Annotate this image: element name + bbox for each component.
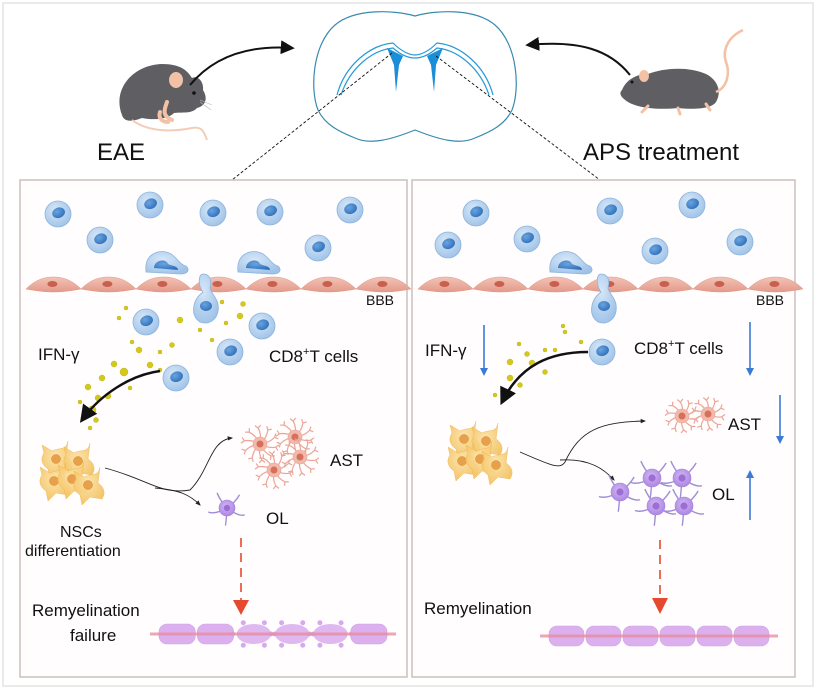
left-bbb-endothelium xyxy=(245,276,302,293)
cd8-t-cell-icon xyxy=(199,199,227,227)
right-bbb-endothelium xyxy=(747,276,804,293)
cd8-t-cell-icon xyxy=(216,338,244,366)
oligodendrocyte-icon xyxy=(634,488,677,527)
left-bbb-label: BBB xyxy=(366,292,394,308)
right-ol-label: OL xyxy=(712,485,735,504)
astrocyte-icon xyxy=(664,398,700,434)
oligodendrocyte-icon xyxy=(630,460,673,499)
right-ventricle-icon xyxy=(427,48,443,92)
left-bbb-endothelium xyxy=(25,276,82,293)
zoom-line-left xyxy=(231,52,393,181)
rolling-t-cell-icon xyxy=(237,251,281,275)
remyelination-label-right: Remyelination xyxy=(424,599,532,618)
eae-label: EAE xyxy=(97,139,145,166)
astrocyte-icon xyxy=(280,437,320,477)
right-bbb-label: BBB xyxy=(756,292,784,308)
cd8-t-cell-icon xyxy=(434,231,462,259)
left-bbb-endothelium xyxy=(135,276,192,293)
cd8-t-cell-icon xyxy=(588,338,616,366)
left-bbb-endothelium xyxy=(80,276,137,293)
left-panel xyxy=(19,179,408,678)
right-bbb-endothelium xyxy=(417,276,474,293)
astrocyte-icon xyxy=(254,450,294,490)
extravasating-t-cell-icon xyxy=(591,273,617,324)
ifn-to-nsc-arrow xyxy=(79,369,161,423)
right-ifn-gamma-particles xyxy=(492,323,584,398)
nsc-to-ol-arrow xyxy=(154,487,201,506)
cd8-t-cell-icon xyxy=(513,225,541,253)
right-panel xyxy=(411,179,796,678)
oligodendrocyte-icon xyxy=(662,488,705,527)
oligodendrocyte-icon xyxy=(598,474,641,513)
nscs-label: NSCs xyxy=(60,524,102,541)
left-cd8-t-cells-label: CD8+T cells xyxy=(269,346,358,366)
cd8-t-cell-icon xyxy=(596,197,624,225)
left-outcome-arrowhead xyxy=(233,600,249,615)
eae-to-brain-arrow xyxy=(189,40,295,86)
cd8-t-cell-icon xyxy=(132,308,160,336)
right-bbb-endothelium xyxy=(692,276,749,293)
left-bbb-endothelium xyxy=(300,276,357,293)
cd8-t-cell-icon xyxy=(248,312,276,340)
right-nsc-to-ast-arrow xyxy=(519,418,647,467)
cd8-t-cell-icon xyxy=(256,198,284,226)
cd8-t-cell-icon xyxy=(678,191,706,219)
right-bbb-endothelium xyxy=(637,276,694,293)
cd8-t-cell-icon xyxy=(162,364,190,392)
cd8-t-cell-icon xyxy=(304,234,332,262)
left-ast-label: AST xyxy=(330,451,363,470)
aps-to-brain-arrow xyxy=(525,36,631,76)
cd8-t-cell-icon xyxy=(44,200,72,228)
astrocyte-icon xyxy=(240,424,280,464)
right-outcome-arrowhead xyxy=(652,598,668,614)
right-ifn-gamma-label: IFN-γ xyxy=(425,341,467,360)
cd8-t-cell-icon xyxy=(641,237,669,265)
left-ifn-gamma-particles xyxy=(77,299,246,431)
cd8-t-cell-icon xyxy=(86,226,114,254)
oligodendrocyte-icon xyxy=(660,460,703,499)
aps-treatment-label: APS treatment xyxy=(583,139,739,166)
cd8-t-cell-icon xyxy=(136,191,164,219)
coronal-brain-section-icon xyxy=(313,11,517,142)
left-bbb-endothelium xyxy=(355,276,412,293)
right-cd8-t-cells-label: CD8+T cells xyxy=(634,338,723,358)
astrocyte-icon xyxy=(690,396,726,432)
right-nsc-cluster xyxy=(447,420,513,486)
extravasating-t-cell-icon xyxy=(193,273,219,324)
left-ventricle-icon xyxy=(387,48,403,92)
left-ifn-gamma-label: IFN-γ xyxy=(38,345,80,364)
zoom-line-right xyxy=(435,55,601,181)
left-oligodendrocyte-icon xyxy=(208,492,245,526)
nsc-to-ast-arrow xyxy=(104,436,234,492)
left-ol-label: OL xyxy=(266,509,289,528)
failure-label: failure xyxy=(70,626,116,645)
cd8-t-cell-icon xyxy=(336,196,364,224)
right-ast-label: AST xyxy=(728,415,761,434)
right-nsc-to-ol-arrow xyxy=(559,459,615,481)
differentiation-label: differentiation xyxy=(25,543,121,560)
rolling-t-cell-icon xyxy=(549,251,593,275)
right-intact-myelin-axon xyxy=(540,625,778,647)
cd8-t-cell-icon xyxy=(726,228,754,256)
right-ifn-to-nsc-arrow xyxy=(500,350,589,406)
aps-mouse-icon xyxy=(620,28,744,116)
eae-mouse-icon xyxy=(119,64,213,141)
left-damaged-myelin-axon xyxy=(150,620,396,648)
right-bbb-endothelium xyxy=(527,276,584,293)
cd8-t-cell-icon xyxy=(462,199,490,227)
rolling-t-cell-icon xyxy=(145,251,189,275)
right-bbb-endothelium xyxy=(472,276,529,293)
left-nsc-cluster xyxy=(39,440,105,506)
remyelination-label-left: Remyelination xyxy=(32,601,140,620)
